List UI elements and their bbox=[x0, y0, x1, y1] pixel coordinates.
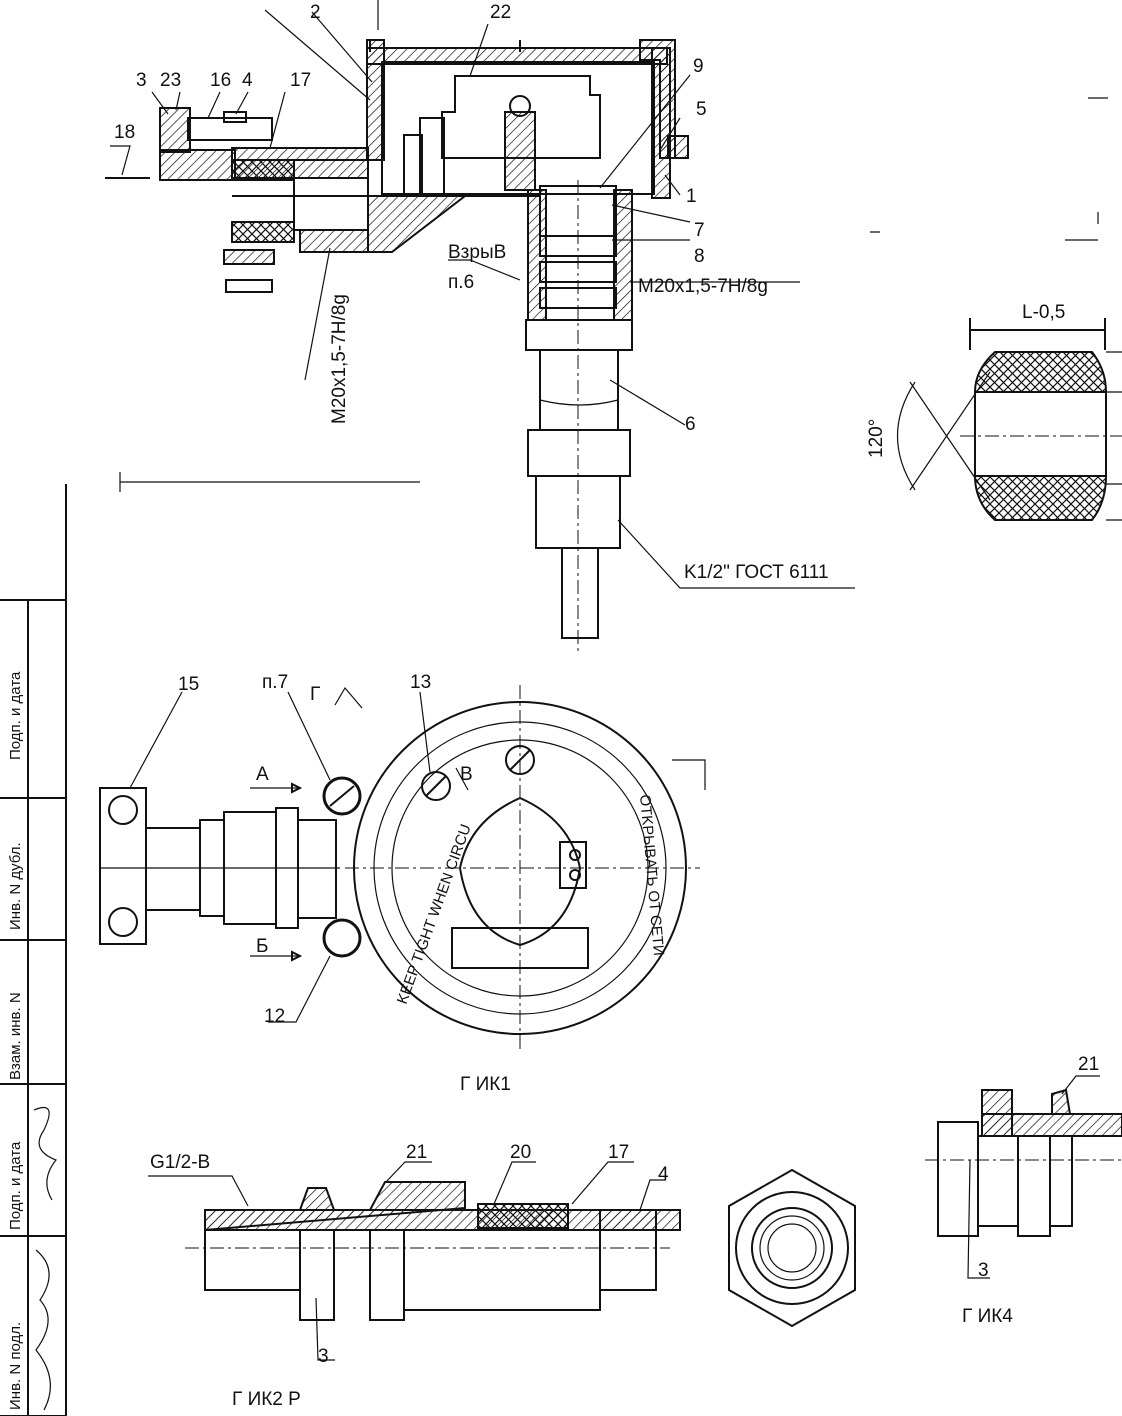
arrow-b-label: Б bbox=[256, 936, 268, 957]
callout-13: 13 bbox=[410, 672, 431, 693]
title-block: Подп. и дата Инв. N дубл. Взам. инв. N П… bbox=[0, 484, 67, 1416]
callout-21-bottom: 21 bbox=[406, 1142, 427, 1163]
callout-3-right: 3 bbox=[978, 1260, 989, 1281]
title-row-sign-date-1: Подп. и дата bbox=[7, 671, 24, 760]
view-label-mid: Г ИК1 bbox=[460, 1074, 511, 1095]
seal-detail: L-0,5 120° bbox=[866, 97, 1122, 521]
callout-2: 2 bbox=[310, 2, 321, 23]
callouts-bottom: G1/2-B 21 20 17 4 3 Г ИК2 Р bbox=[150, 1142, 669, 1410]
cover-text-cyr: OTKPЫBATЬ OT CETИ bbox=[636, 794, 667, 957]
cover-text-keep: KEEP TIGHT WHEN CIRCU bbox=[394, 822, 475, 1006]
callout-22: 22 bbox=[490, 2, 511, 23]
callout-1: 1 bbox=[686, 186, 697, 207]
callout-12: 12 bbox=[264, 1006, 285, 1027]
pipe-thread-label: K1/2" ГОСТ 6111 bbox=[684, 562, 829, 583]
callout-16: 16 bbox=[210, 70, 231, 91]
callout-15: 15 bbox=[178, 674, 199, 695]
callout-9: 9 bbox=[693, 56, 704, 77]
signature-mark-2 bbox=[35, 1249, 51, 1411]
arrow-a-label: А bbox=[256, 764, 269, 785]
arrow-v-label: В bbox=[460, 764, 473, 785]
callout-6: 6 bbox=[685, 414, 696, 435]
explosion-label: ВзрыВ bbox=[448, 242, 506, 263]
callout-23: 23 bbox=[160, 70, 181, 91]
callout-18: 18 bbox=[114, 122, 135, 143]
title-row-sign-date-2: Подп. и дата bbox=[7, 1141, 24, 1230]
callout-7: 7 bbox=[694, 220, 705, 241]
angle-dim: 120° bbox=[866, 419, 887, 458]
callouts-top: 2 22 9 5 1 7 8 6 3 23 16 4 17 18 M20x1,5… bbox=[114, 2, 829, 583]
callout-4-bottom: 4 bbox=[658, 1164, 669, 1185]
length-dim: L-0,5 bbox=[1022, 302, 1065, 323]
note-p7: п.7 bbox=[262, 672, 288, 693]
callout-17: 17 bbox=[290, 70, 311, 91]
explosion-ref: п.6 bbox=[448, 272, 474, 293]
thread-label-right: M20x1,5-7H/8g bbox=[638, 276, 768, 297]
cable-entry-view bbox=[148, 1161, 856, 1361]
callout-21-right: 21 bbox=[1078, 1054, 1099, 1075]
section-g-mark: Г bbox=[310, 684, 320, 705]
callout-3-bottom: 3 bbox=[318, 1346, 329, 1367]
plan-view bbox=[99, 685, 706, 1050]
callout-3: 3 bbox=[136, 70, 147, 91]
callouts-mid: 15 п.7 Г 13 А Б В 12 KEEP TIGHT WHEN CIR… bbox=[178, 672, 667, 1095]
callout-4: 4 bbox=[242, 70, 253, 91]
view-label-right: Г ИК4 bbox=[962, 1306, 1013, 1327]
callout-5: 5 bbox=[696, 99, 707, 120]
title-row-replace-inv: Взам. инв. N bbox=[7, 992, 24, 1080]
signature-mark bbox=[33, 1106, 57, 1201]
detail-bottom-right: 21 3 Г ИК4 bbox=[925, 1054, 1122, 1327]
title-row-orig-inv: Инв. N подл. bbox=[7, 1322, 24, 1410]
callout-8: 8 bbox=[694, 246, 705, 267]
thread-label-left: M20x1,5-7H/8g bbox=[329, 294, 350, 424]
callout-17-bottom: 17 bbox=[608, 1142, 629, 1163]
title-row-dup-inv: Инв. N дубл. bbox=[7, 842, 24, 930]
callout-20: 20 bbox=[510, 1142, 531, 1163]
pipe-g-label: G1/2-B bbox=[150, 1152, 210, 1173]
view-label-bottom: Г ИК2 Р bbox=[232, 1389, 301, 1410]
section-view-top bbox=[105, 0, 855, 655]
